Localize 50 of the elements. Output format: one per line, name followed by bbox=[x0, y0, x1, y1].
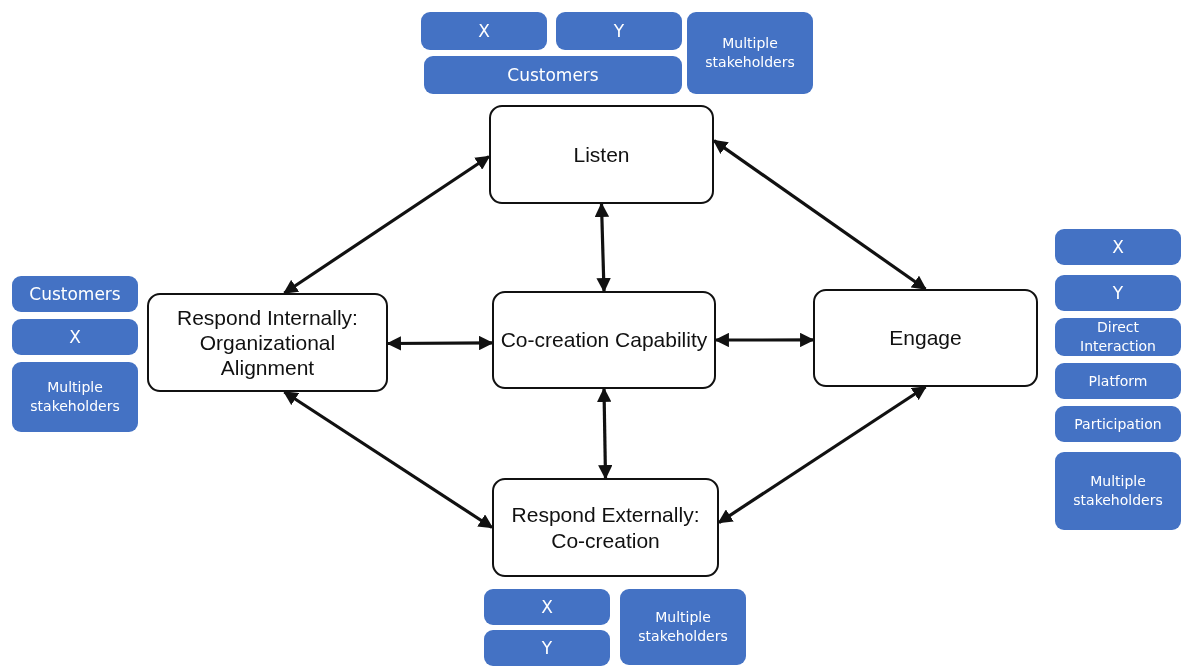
tag-box bbox=[1055, 452, 1181, 530]
double-arrow bbox=[386, 335, 494, 351]
tag-box bbox=[620, 589, 746, 665]
node-label: Y bbox=[613, 19, 625, 43]
double-arrow bbox=[714, 332, 815, 348]
node-label: Y bbox=[541, 636, 553, 660]
tag-box bbox=[421, 12, 547, 50]
process-box bbox=[147, 293, 388, 392]
tag-box bbox=[687, 12, 813, 94]
node-label: Engage bbox=[889, 325, 962, 351]
process-box bbox=[492, 478, 719, 577]
node-label: Multiple stakeholders bbox=[637, 608, 729, 646]
node-label: Direct Interaction bbox=[1079, 318, 1157, 356]
node-label: Multiple stakeholders bbox=[1072, 472, 1164, 510]
tag-box bbox=[556, 12, 682, 50]
node-label: Customers bbox=[29, 282, 121, 306]
node-label: Participation bbox=[1074, 414, 1162, 434]
tag-box bbox=[1055, 229, 1181, 265]
tag-box bbox=[1055, 363, 1181, 399]
node-label: X bbox=[69, 325, 81, 349]
tag-box bbox=[424, 56, 682, 94]
double-arrow bbox=[712, 139, 927, 291]
node-label: X bbox=[541, 595, 553, 619]
tag-box bbox=[1055, 318, 1181, 356]
tag-box bbox=[12, 319, 138, 355]
tag-box bbox=[1055, 406, 1181, 442]
double-arrow bbox=[717, 385, 927, 524]
process-box bbox=[813, 289, 1038, 387]
tag-box bbox=[12, 362, 138, 432]
node-label: Listen bbox=[573, 141, 630, 168]
node-label: Platform bbox=[1088, 371, 1148, 391]
double-arrow bbox=[283, 155, 491, 295]
node-label: X bbox=[1112, 235, 1124, 259]
process-box bbox=[489, 105, 714, 204]
double-arrow bbox=[597, 387, 613, 480]
double-arrow bbox=[594, 202, 611, 293]
node-label: Y bbox=[1112, 281, 1124, 305]
process-box bbox=[492, 291, 716, 389]
node-label: Multiple stakeholders bbox=[29, 378, 121, 416]
node-label: Respond Externally: Co-creation bbox=[510, 502, 701, 553]
node-label: X bbox=[478, 19, 490, 43]
tag-box bbox=[484, 630, 610, 666]
node-label: Co-creation Capability bbox=[500, 327, 708, 353]
node-label: Multiple stakeholders bbox=[704, 34, 796, 72]
tag-box bbox=[12, 276, 138, 312]
node-label: Customers bbox=[507, 63, 599, 87]
double-arrow bbox=[283, 390, 494, 529]
node-label: Respond Internally: Organizational Alignment bbox=[176, 304, 359, 381]
tag-box bbox=[484, 589, 610, 625]
tag-box bbox=[1055, 275, 1181, 311]
